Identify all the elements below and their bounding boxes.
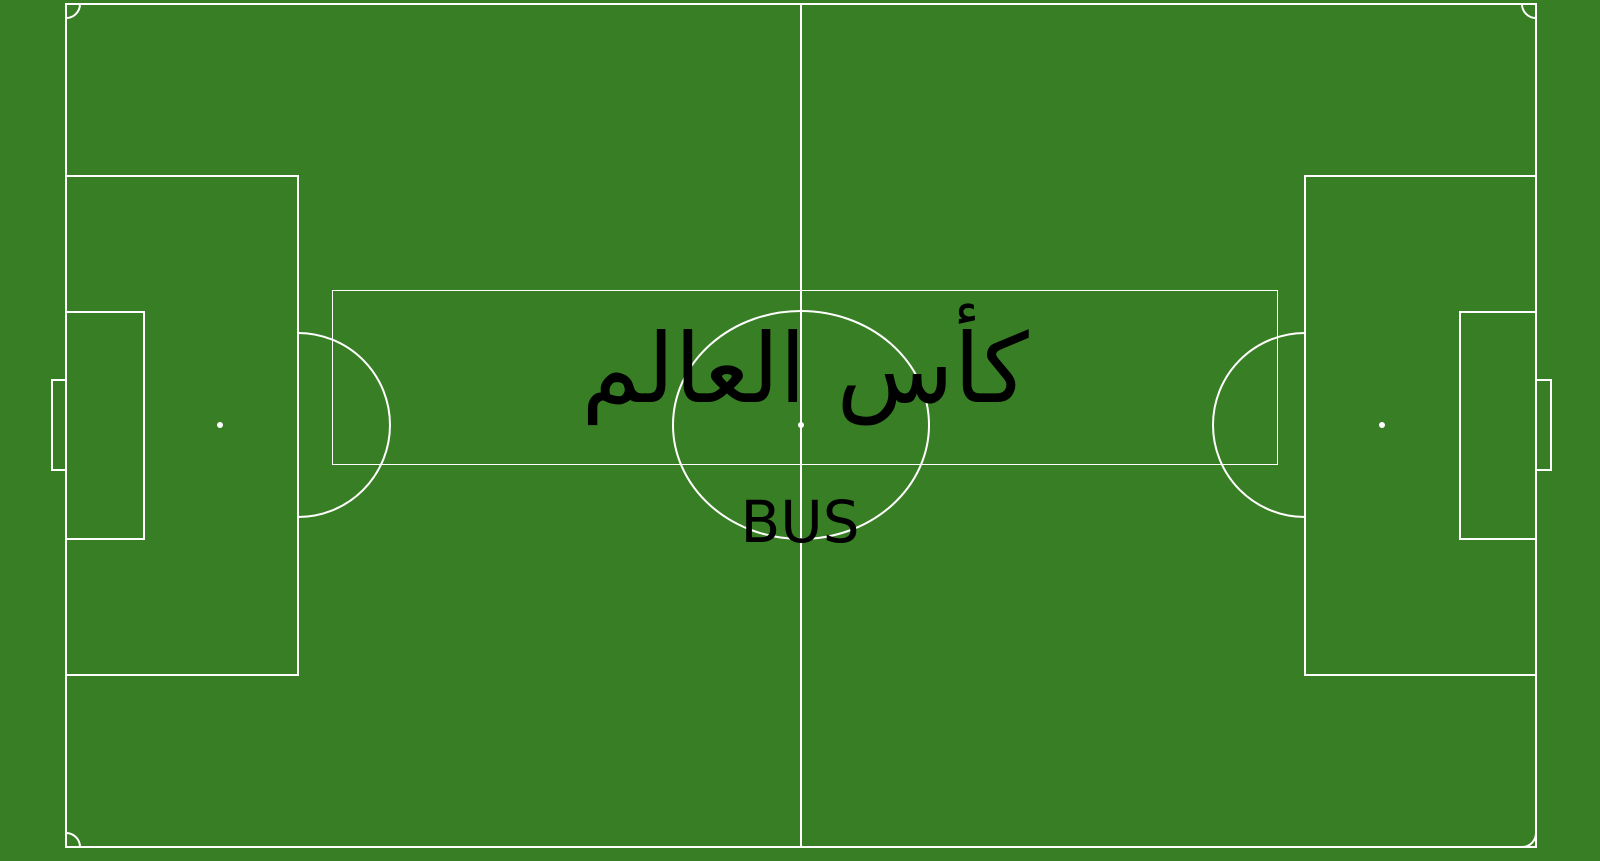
- title-text: كأس العالم: [581, 313, 1029, 425]
- subtitle-text: BUS: [740, 488, 860, 556]
- right-penalty-arc: [1212, 332, 1306, 518]
- title-box: كأس العالم: [332, 290, 1278, 465]
- corner-arc-bottom-right: [1521, 832, 1537, 848]
- left-penalty-spot: [217, 422, 223, 428]
- right-goal: [1535, 379, 1552, 471]
- left-penalty-arc: [297, 332, 391, 518]
- corner-arc-bottom-left: [65, 832, 81, 848]
- corner-arc-top-left: [65, 3, 81, 19]
- corner-arc-top-right: [1521, 3, 1537, 19]
- left-goal: [51, 379, 67, 471]
- right-penalty-spot: [1379, 422, 1385, 428]
- center-spot: [798, 422, 804, 428]
- center-circle: [672, 310, 930, 540]
